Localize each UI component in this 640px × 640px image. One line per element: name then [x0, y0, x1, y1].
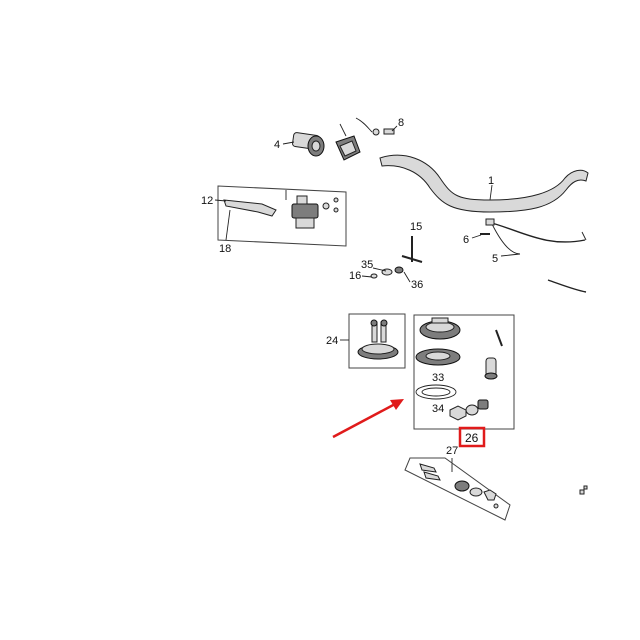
brake-lever[interactable] [223, 199, 277, 217]
leader-5 [500, 253, 521, 257]
master-cylinder[interactable] [285, 190, 339, 229]
fuel-cap-ring-33[interactable] [415, 348, 461, 366]
throttle-grip[interactable] [292, 132, 325, 157]
ignition-switch-group-box [348, 313, 406, 369]
fuel-cap-top[interactable] [419, 317, 461, 340]
key-set-group-box [404, 457, 511, 521]
leader-16 [361, 275, 373, 278]
callout-35: 35 [361, 259, 373, 271]
leader-8 [391, 125, 398, 132]
callout-8: 8 [398, 117, 404, 129]
washer-set[interactable] [370, 266, 404, 279]
throttle-housing[interactable] [335, 123, 361, 161]
handlebar[interactable] [379, 154, 589, 213]
leader-18 [225, 209, 231, 241]
cable-clip[interactable] [355, 117, 395, 136]
cable-guide-bolt[interactable] [401, 236, 423, 263]
gasket-34[interactable] [415, 384, 457, 400]
callout-5: 5 [492, 253, 498, 265]
callout-12: 12 [201, 195, 213, 207]
leader-1 [489, 184, 493, 201]
leader-35 [372, 267, 387, 272]
callout-36: 36 [411, 279, 423, 291]
leader-4 [282, 141, 295, 145]
callout-27: 27 [446, 445, 458, 457]
callout-4: 4 [274, 139, 280, 151]
leader-36 [403, 271, 411, 283]
callout-6: 6 [463, 234, 469, 246]
brake-lever-group-box [217, 185, 347, 247]
throttle-cable[interactable] [485, 218, 587, 293]
key-lock-cylinder[interactable] [484, 329, 503, 380]
callout-34: 34 [432, 403, 444, 415]
callout-15: 15 [410, 221, 422, 233]
callout-24: 24 [326, 335, 338, 347]
callout-26[interactable]: 26 [465, 431, 479, 445]
red-pointer-arrow [332, 399, 404, 439]
callout-33: 33 [432, 372, 444, 384]
callout-26-highlight [458, 426, 486, 448]
callout-18: 18 [219, 243, 231, 255]
key-set-27[interactable] [419, 463, 499, 509]
nut-set[interactable] [449, 399, 489, 421]
small-fastener-right [579, 485, 588, 495]
leader-12 [214, 199, 227, 202]
ignition-switch-assembly-24[interactable] [357, 319, 399, 360]
leader-6 [471, 234, 482, 239]
callout-1: 1 [488, 175, 494, 187]
callout-16: 16 [349, 270, 361, 282]
